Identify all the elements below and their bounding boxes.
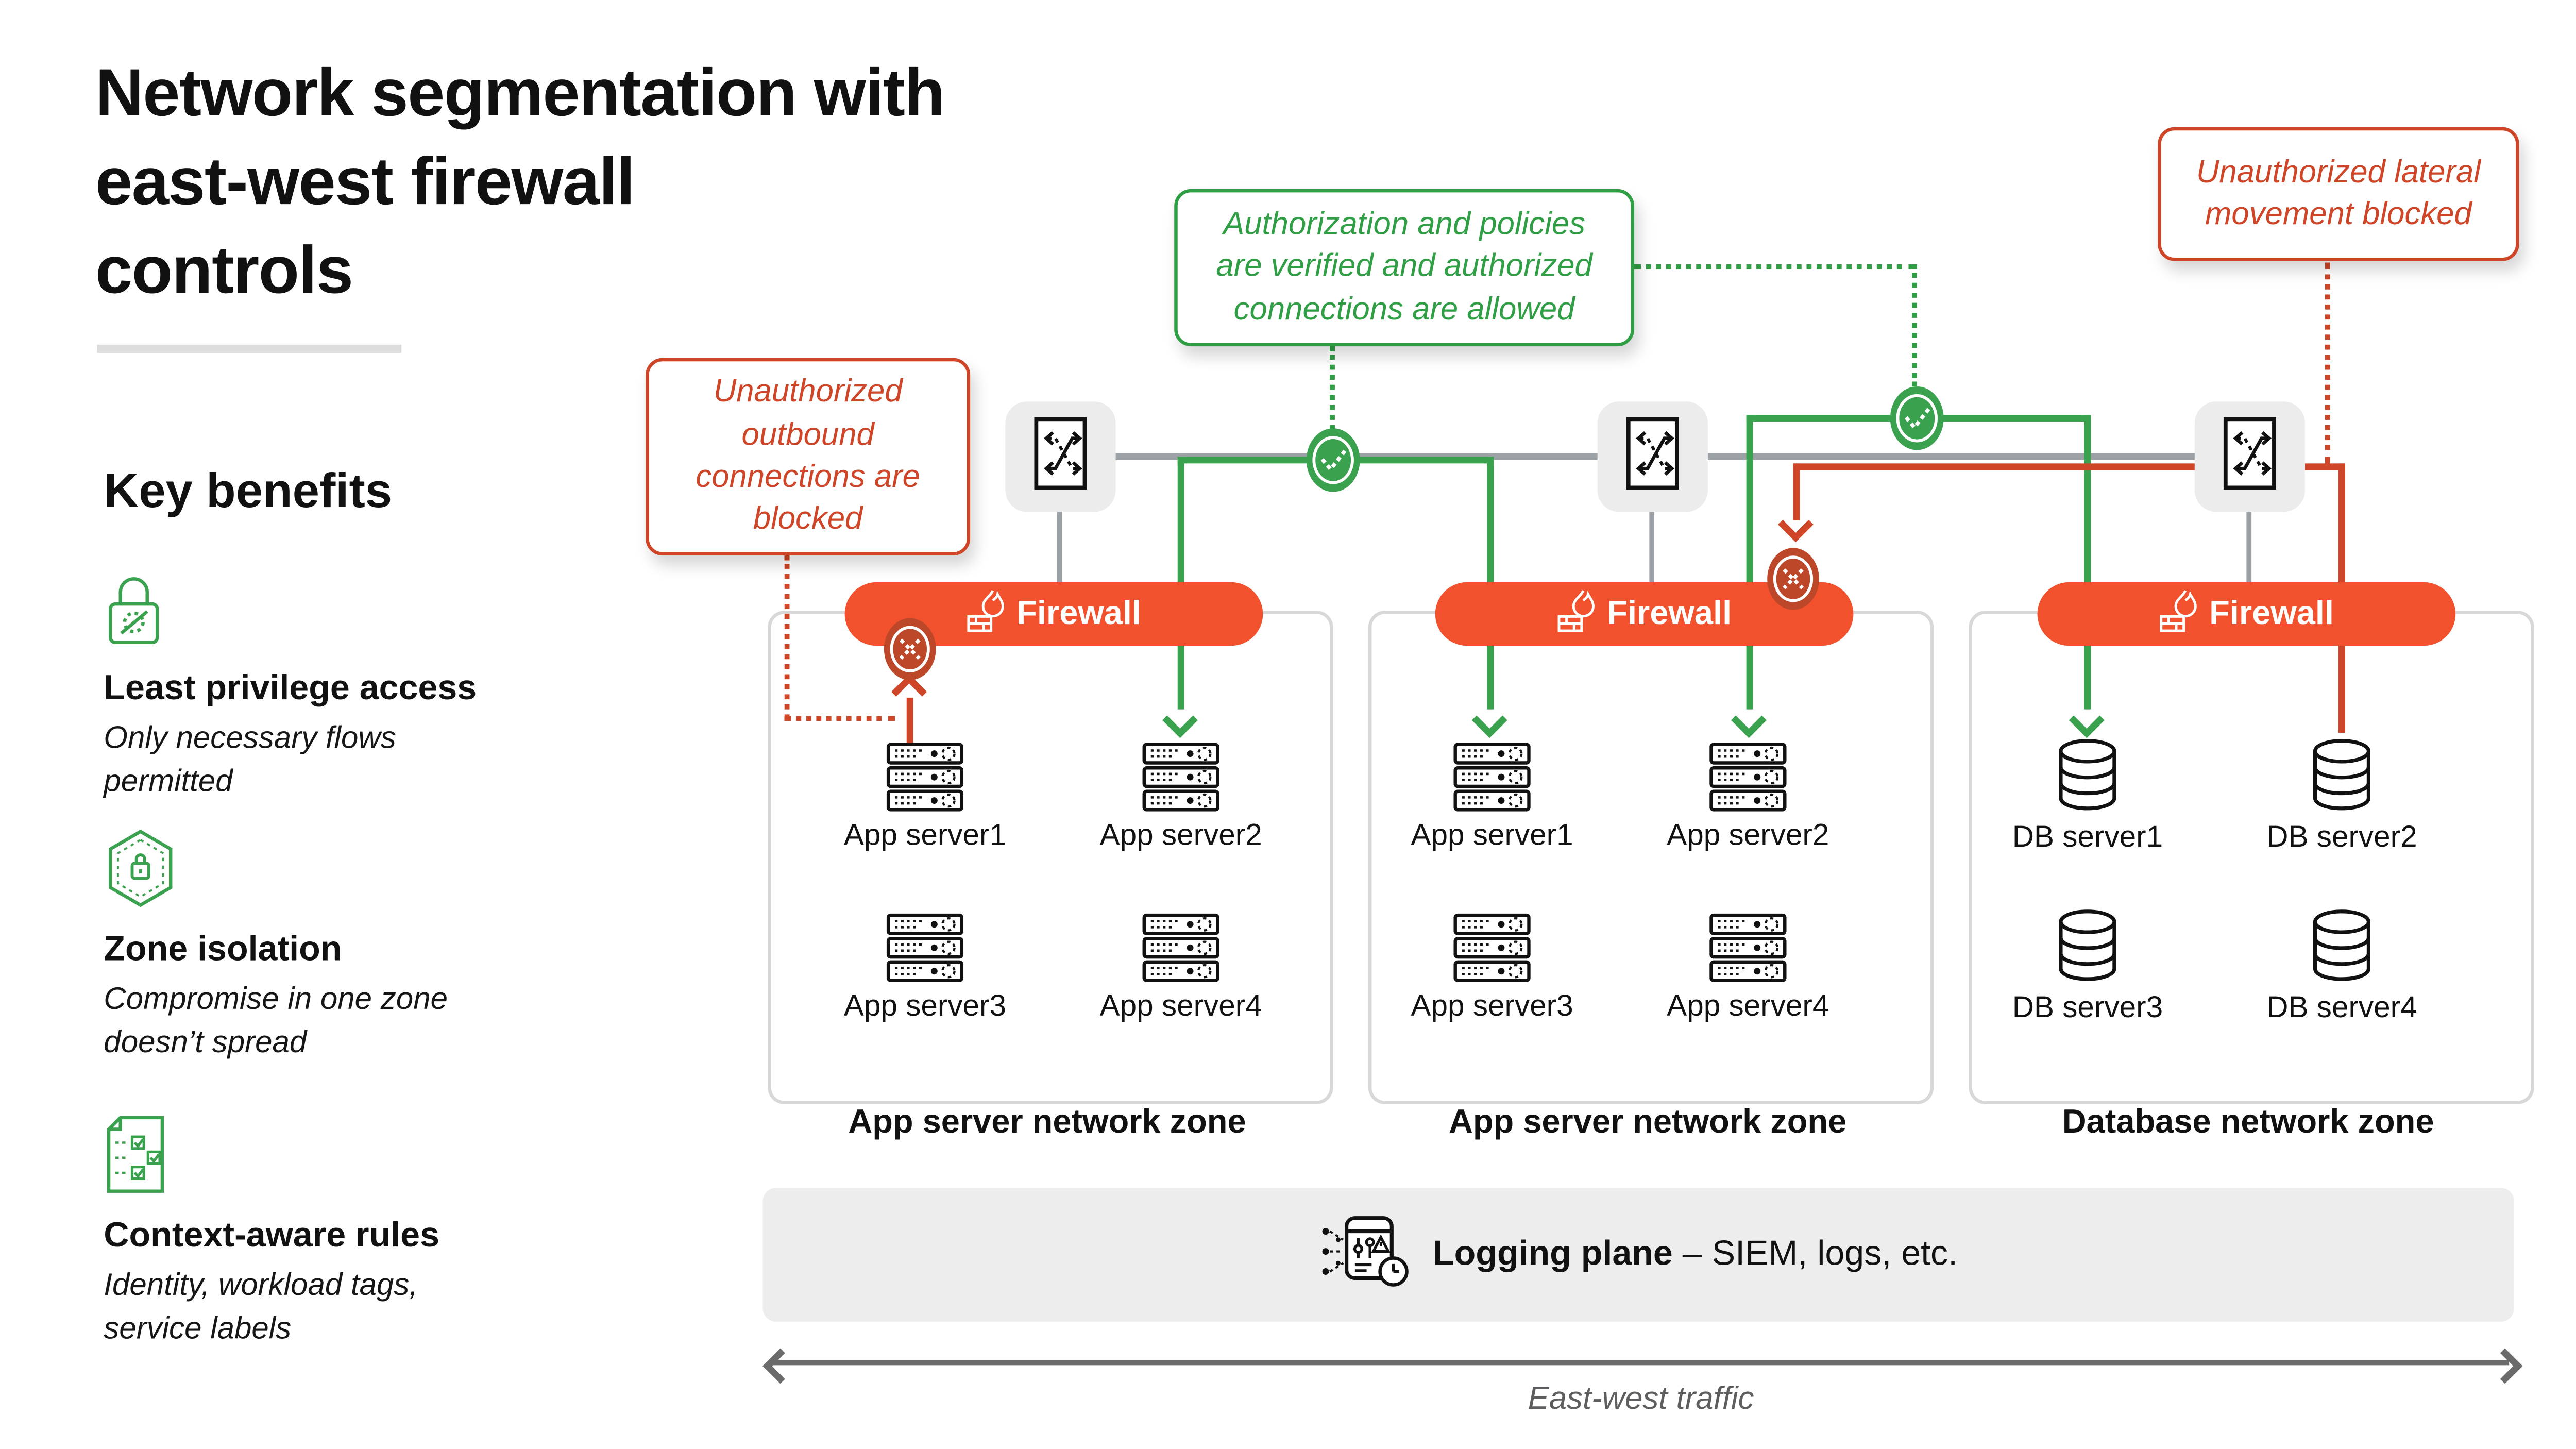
east-west-axis-line: [772, 1360, 2510, 1366]
server-item: App server1: [1392, 743, 1592, 853]
benefit-title: Context-aware rules: [104, 1216, 440, 1255]
switch-crossover-icon: [1624, 414, 1681, 500]
server-item: App server1: [825, 743, 1026, 853]
checklist-doc-icon: [104, 1116, 174, 1201]
firewall-pill-3: Firewall: [2037, 582, 2456, 646]
logging-plane-title: Logging plane: [1432, 1235, 1673, 1273]
server-label: DB server2: [2266, 819, 2417, 853]
server-label: DB server4: [2266, 990, 2417, 1024]
authorized-callout-link-2a: [1634, 264, 1916, 269]
network-switch-2: [1597, 401, 1708, 512]
firewall-label: Firewall: [1016, 595, 1142, 632]
server-label: App server3: [1411, 988, 1573, 1022]
authorized-callout-link-1: [1330, 346, 1335, 430]
server-label: App server4: [1099, 988, 1262, 1022]
lateral-arrow-into-firewall2: [1793, 463, 1800, 520]
callout-text: Authorization and policies are verified …: [1216, 207, 1592, 328]
benefit-least-privilege: Least privilege access Only necessary fl…: [104, 574, 622, 804]
benefit-desc: Identity, workload tags, service labels: [104, 1266, 418, 1346]
firewall-label: Firewall: [1607, 595, 1732, 632]
switch1-stub-line: [1057, 512, 1062, 586]
firewall-label: Firewall: [2209, 595, 2334, 632]
switch-crossover-icon: [1032, 414, 1089, 500]
logging-monitor-icon: [1319, 1214, 1409, 1296]
server-label: DB server3: [2012, 990, 2163, 1024]
db-server-item: DB server2: [2242, 736, 2443, 855]
outbound-callout-link-v: [784, 555, 790, 720]
check-circle-icon: [1300, 423, 1367, 505]
server-label: DB server1: [2012, 819, 2163, 853]
db-server-item: DB server1: [1987, 736, 2188, 855]
server-item: App server4: [1648, 913, 1849, 1024]
outbound-callout-link-h: [784, 716, 895, 721]
x-circle-icon: [1761, 544, 1825, 622]
server-label: App server4: [1667, 988, 1829, 1022]
arrowhead-down-icon: [1777, 507, 1814, 543]
callout-outbound-blocked: Unauthorized outbound connections are bl…: [646, 358, 971, 555]
hexagon-lock-icon: [104, 829, 177, 915]
server-item: App server3: [1392, 913, 1592, 1024]
callout-authorized-allowed: Authorization and policies are verified …: [1174, 189, 1635, 347]
zone-box-app-2: [1368, 611, 1934, 1104]
allowed-arrow-db1: [2084, 415, 2091, 710]
benefit-zone-isolation: Zone isolation Compromise in one zone do…: [104, 828, 622, 1065]
switch2-stub-line: [1649, 512, 1655, 586]
zone-label-app-2: App server network zone: [1448, 1104, 1847, 1141]
server-label: App server2: [1667, 818, 1829, 852]
benefit-title: Least privilege access: [104, 669, 477, 708]
outbound-arrow-zone1-app1: [906, 697, 913, 745]
zone-label-database: Database network zone: [2062, 1104, 2434, 1141]
benefit-desc: Compromise in one zone doesn’t spread: [104, 980, 448, 1060]
east-west-traffic-label: East-west traffic: [1528, 1381, 1754, 1417]
server-item: App server2: [1080, 743, 1281, 853]
firewall-flame-icon: [1557, 588, 1596, 640]
authorized-callout-link-2b: [1912, 264, 1917, 386]
arrowhead-right-icon: [2487, 1348, 2523, 1384]
logging-plane-detail: – SIEM, logs, etc.: [1672, 1235, 1958, 1273]
zone-label-app-1: App server network zone: [848, 1104, 1246, 1141]
allowed-arrow-zone2-app2: [1746, 415, 1753, 710]
arrowhead-left-icon: [762, 1348, 799, 1384]
firewall-flame-icon: [2159, 588, 2198, 640]
check-circle-icon: [1884, 381, 1951, 463]
key-benefits-heading: Key benefits: [104, 465, 393, 519]
server-label: App server3: [843, 988, 1007, 1022]
server-label: App server2: [1099, 818, 1262, 852]
privacy-lock-icon: [104, 577, 164, 654]
zone-box-app-1: [768, 611, 1333, 1104]
switch-crossover-icon: [2222, 414, 2278, 500]
db-server-item: DB server3: [1987, 907, 2188, 1026]
firewall-flame-icon: [967, 588, 1005, 640]
server-item: App server3: [825, 913, 1026, 1024]
logging-plane-bar: Logging plane – SIEM, logs, etc.: [762, 1188, 2514, 1322]
zone-box-database: [1969, 611, 2534, 1104]
callout-text: Unauthorized lateral movement blocked: [2196, 155, 2481, 233]
x-circle-icon: [878, 614, 942, 693]
callout-text: Unauthorized outbound connections are bl…: [696, 375, 920, 538]
server-label: App server1: [843, 818, 1007, 852]
server-item: App server4: [1080, 913, 1281, 1024]
page-title: Network segmentation with east-west fire…: [95, 57, 945, 309]
server-item: App server2: [1648, 743, 1849, 853]
switch3-stub-line: [2246, 512, 2252, 586]
title-divider: [97, 344, 402, 353]
logging-plane-text: Logging plane – SIEM, logs, etc.: [1433, 1235, 1958, 1275]
server-label: App server1: [1411, 818, 1573, 852]
benefit-desc: Only necessary flows permitted: [104, 719, 396, 799]
db-server-item: DB server4: [2242, 907, 2443, 1026]
benefit-title: Zone isolation: [104, 930, 342, 969]
benefit-context-rules: Context-aware rules Identity, workload t…: [104, 1114, 622, 1351]
network-switch-3: [2194, 401, 2306, 512]
callout-lateral-blocked: Unauthorized lateral movement blocked: [2158, 127, 2519, 261]
network-switch-1: [1005, 401, 1116, 512]
lateral-callout-link: [2325, 262, 2330, 464]
